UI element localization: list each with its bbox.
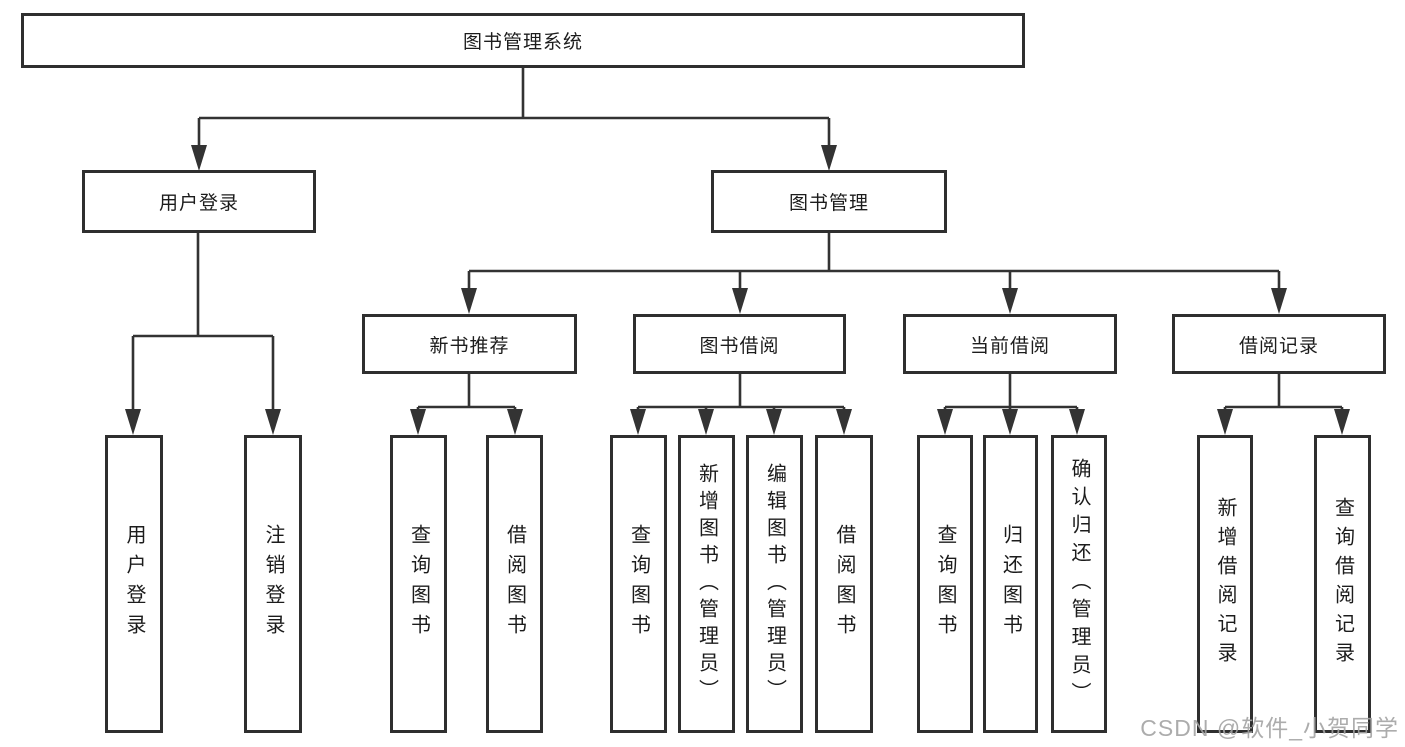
node-book-management: 图书管理 <box>711 170 947 233</box>
leaf-label: 查询图书 <box>627 524 650 644</box>
leaf-br-query-record: 查询借阅记录 <box>1314 435 1371 733</box>
node-borrow-records: 借阅记录 <box>1172 314 1386 374</box>
leaf-user-login: 用户登录 <box>105 435 163 733</box>
leaf-bb-query-books: 查询图书 <box>610 435 667 733</box>
leaf-label: 编辑图书（管理员） <box>763 462 786 706</box>
leaf-logout: 注销登录 <box>244 435 302 733</box>
leaf-cb-confirm-return-admin: 确认归还（管理员） <box>1051 435 1107 733</box>
leaf-cb-return-books: 归还图书 <box>983 435 1038 733</box>
leaf-label: 新增图书（管理员） <box>695 462 718 706</box>
node-current-borrowing: 当前借阅 <box>903 314 1117 374</box>
arrowheads <box>125 145 1350 435</box>
node-book-borrowing: 图书借阅 <box>633 314 846 374</box>
leaf-label: 用户登录 <box>123 524 145 644</box>
leaf-nb-borrow-books: 借阅图书 <box>486 435 543 733</box>
leaf-label: 确认归还（管理员） <box>1068 458 1090 710</box>
leaf-label: 查询图书 <box>934 524 956 644</box>
leaf-label: 新增借阅记录 <box>1214 497 1236 671</box>
leaf-label: 查询借阅记录 <box>1331 497 1354 671</box>
leaf-label: 借阅图书 <box>503 524 526 644</box>
leaf-bb-add-books-admin: 新增图书（管理员） <box>678 435 735 733</box>
leaf-bb-borrow-books: 借阅图书 <box>815 435 873 733</box>
leaf-label: 归还图书 <box>999 524 1022 644</box>
leaf-br-add-record: 新增借阅记录 <box>1197 435 1253 733</box>
node-new-book-recommend: 新书推荐 <box>362 314 577 374</box>
leaf-label: 借阅图书 <box>833 524 855 644</box>
leaf-bb-edit-books-admin: 编辑图书（管理员） <box>746 435 803 733</box>
leaf-nb-query-books: 查询图书 <box>390 435 447 733</box>
leaf-label: 注销登录 <box>262 524 284 644</box>
leaf-label: 查询图书 <box>407 524 430 644</box>
node-root-library-system: 图书管理系统 <box>21 13 1025 68</box>
leaf-cb-query-books: 查询图书 <box>917 435 973 733</box>
node-user-login: 用户登录 <box>82 170 316 233</box>
csdn-watermark: CSDN @软件_小贺同学 <box>1140 715 1399 741</box>
